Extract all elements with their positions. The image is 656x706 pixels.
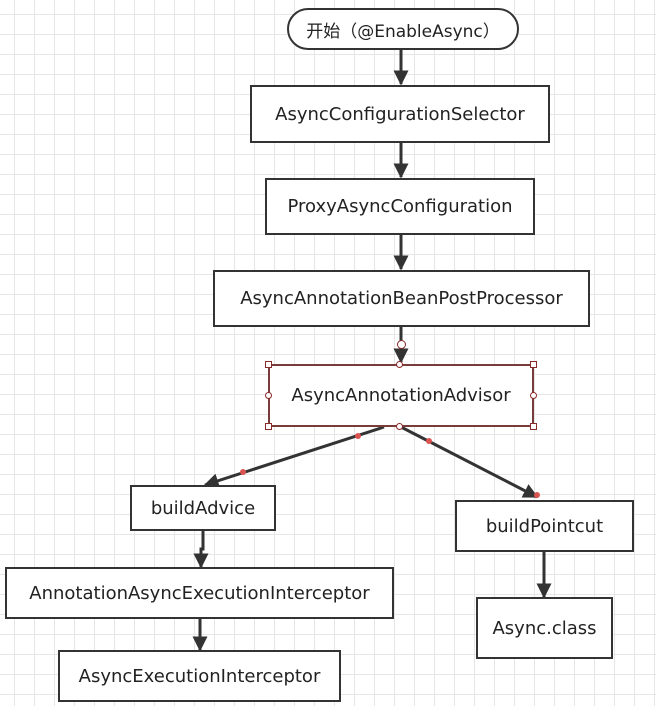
config-selector-label: AsyncConfigurationSelector bbox=[275, 103, 525, 125]
resize-handle-bottom-right[interactable] bbox=[530, 423, 537, 430]
connection-point-right[interactable] bbox=[530, 392, 537, 399]
connection-point-top[interactable] bbox=[396, 361, 403, 368]
async-class-node[interactable]: Async.class bbox=[476, 597, 613, 659]
resize-handle-top-left[interactable] bbox=[265, 361, 272, 368]
bean-post-processor-node[interactable]: AsyncAnnotationBeanPostProcessor bbox=[213, 270, 590, 327]
resize-handle-bottom-left[interactable] bbox=[265, 423, 272, 430]
build-advice-node[interactable]: buildAdvice bbox=[130, 485, 276, 531]
arrow-buildadvice-to-annotation-interceptor bbox=[193, 531, 209, 569]
advisor-label: AsyncAnnotationAdvisor bbox=[291, 385, 511, 406]
connector-waypoint-dot[interactable] bbox=[355, 433, 361, 439]
async-class-label: Async.class bbox=[492, 617, 597, 639]
connector-waypoint-dot[interactable] bbox=[240, 469, 246, 475]
build-advice-label: buildAdvice bbox=[150, 497, 256, 519]
config-selector-node[interactable]: AsyncConfigurationSelector bbox=[250, 85, 550, 143]
advisor-node[interactable]: AsyncAnnotationAdvisor bbox=[265, 361, 537, 430]
build-pointcut-label: buildPointcut bbox=[485, 515, 604, 537]
build-pointcut-node[interactable]: buildPointcut bbox=[455, 500, 634, 552]
processor-connection-point-bottom[interactable] bbox=[397, 340, 406, 349]
arrow-advisor-to-buildadvice bbox=[203, 425, 385, 488]
annotation-execution-interceptor-label: AnnotationAsyncExecutionInterceptor bbox=[29, 582, 370, 604]
arrow-advisor-to-buildpointcut bbox=[400, 425, 539, 499]
connection-point-bottom[interactable] bbox=[396, 423, 403, 430]
execution-interceptor-node[interactable]: AsyncExecutionInterceptor bbox=[58, 650, 341, 702]
start-node-label: 开始（@EnableAsync） bbox=[306, 21, 500, 42]
execution-interceptor-label: AsyncExecutionInterceptor bbox=[78, 665, 321, 687]
connector-waypoint-dot[interactable] bbox=[426, 438, 432, 444]
annotation-execution-interceptor-node[interactable]: AnnotationAsyncExecutionInterceptor bbox=[5, 567, 394, 619]
proxy-config-node[interactable]: ProxyAsyncConfiguration bbox=[265, 178, 535, 235]
start-node[interactable]: 开始（@EnableAsync） bbox=[287, 8, 519, 50]
resize-handle-top-right[interactable] bbox=[530, 361, 537, 368]
bean-post-processor-label: AsyncAnnotationBeanPostProcessor bbox=[240, 288, 563, 309]
connection-point-left[interactable] bbox=[265, 392, 272, 399]
proxy-config-label: ProxyAsyncConfiguration bbox=[287, 196, 513, 217]
connector-waypoint-dot[interactable] bbox=[534, 492, 540, 498]
